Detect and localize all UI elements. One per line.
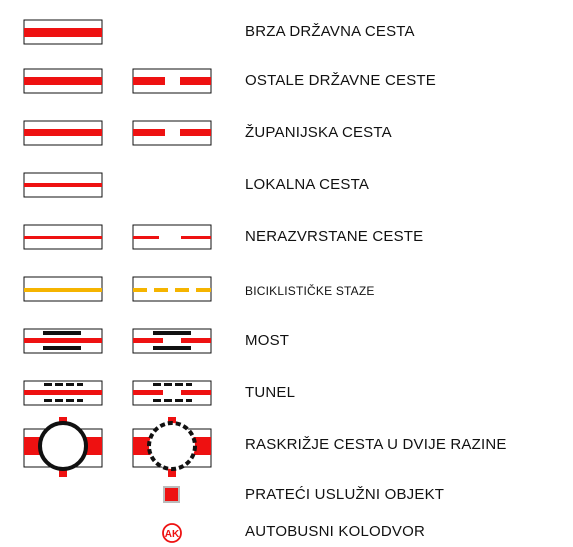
label-ostale-drzavne-ceste: OSTALE DRŽAVNE CESTE xyxy=(245,72,436,89)
symbol-raskrizje-planned xyxy=(132,417,212,477)
symbol-raskrizje xyxy=(23,417,103,477)
label-lokalna-cesta: LOKALNA CESTA xyxy=(245,176,370,193)
symbol-most xyxy=(23,328,103,354)
symbol-ostale-drzavne-ceste xyxy=(23,68,103,94)
symbol-tunel xyxy=(23,380,103,406)
label-most: MOST xyxy=(245,332,290,349)
bus-station-mark: AK xyxy=(165,529,180,540)
symbol-lokalna-cesta xyxy=(23,172,103,198)
symbol-most-planned xyxy=(132,328,212,354)
symbol-zupanijska-cesta xyxy=(23,120,103,146)
label-autobusni-kolodvor: AUTOBUSNI KOLODVOR xyxy=(245,523,426,540)
symbol-biciklisticke-staze xyxy=(23,276,103,302)
label-zupanijska-cesta: ŽUPANIJSKA CESTA xyxy=(245,124,392,141)
symbol-nerazvrstane-ceste xyxy=(23,224,103,250)
label-prateci-usluzni-objekt: PRATEĆI USLUŽNI OBJEKT xyxy=(245,486,445,503)
symbol-tunel-planned xyxy=(132,380,212,406)
symbol-ostale-drzavne-ceste-planned xyxy=(132,68,212,94)
label-tunel: TUNEL xyxy=(245,384,296,401)
symbol-bus-station: AK xyxy=(162,523,182,543)
label-brza-drzavna-cesta: BRZA DRŽAVNA CESTA xyxy=(245,23,415,40)
label-raskrizje: RASKRIŽJE CESTA U DVIJE RAZINE xyxy=(245,436,507,453)
symbol-biciklisticke-staze-planned xyxy=(132,276,212,302)
symbol-nerazvrstane-ceste-planned xyxy=(132,224,212,250)
symbol-zupanijska-cesta-planned xyxy=(132,120,212,146)
label-biciklisticke-staze: BICIKLISTIČKE STAZE xyxy=(245,284,375,298)
symbol-service-square xyxy=(163,486,180,503)
label-nerazvrstane-ceste: NERAZVRSTANE CESTE xyxy=(245,228,424,245)
symbol-brza-drzavna-cesta xyxy=(23,19,103,45)
